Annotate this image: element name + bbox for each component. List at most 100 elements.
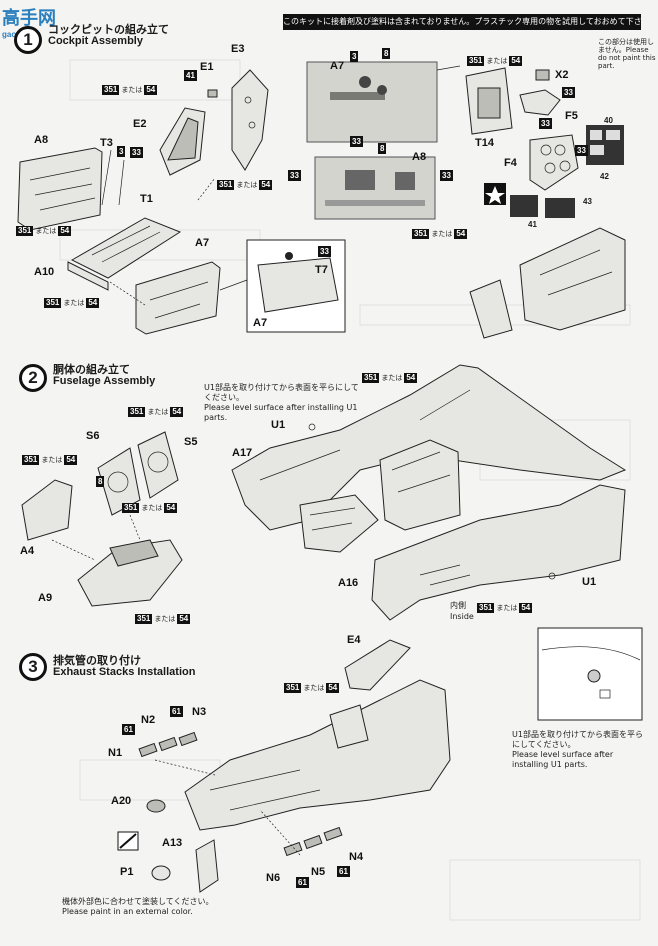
cockpit-photo-top <box>306 61 461 143</box>
e4-part <box>344 639 411 691</box>
label-u1: U1 <box>271 419 286 431</box>
step-3-number: 3 <box>19 653 47 681</box>
color-badge-8-photo: 8 <box>382 48 391 59</box>
label-t14: T14 <box>475 137 494 149</box>
exhaust-stacks-right <box>283 826 343 857</box>
color-badge-41: 41 <box>184 70 197 81</box>
step-3-title-jp: 排気管の取り付け <box>53 654 141 667</box>
color-badge-61-n5: 61 <box>337 866 350 877</box>
label-n2: N2 <box>141 714 156 726</box>
label-t3: T3 <box>100 137 113 149</box>
label-x2: X2 <box>555 69 569 81</box>
decal-40: 40 <box>604 116 613 125</box>
a8-side-panel <box>17 147 103 231</box>
label-a13: A13 <box>162 837 183 849</box>
u1-zoom-detail <box>537 627 643 721</box>
decal-sheet <box>510 125 624 218</box>
inside-label-en: Inside <box>450 612 474 621</box>
t14-part <box>465 67 513 135</box>
color-badge-61-n1: 61 <box>122 724 135 735</box>
color-badge-33: 33 <box>130 147 143 158</box>
cockpit-photo-bottom <box>314 156 436 220</box>
f4-instrument-panel <box>529 134 579 191</box>
label-n4: N4 <box>349 851 364 863</box>
no-cement-icon <box>117 831 139 851</box>
decal-42: 42 <box>600 172 609 181</box>
label-e2: E2 <box>133 118 147 130</box>
radiator-part <box>299 494 379 553</box>
step-1-title-jp: コックピットの組み立て <box>48 23 169 36</box>
label-n3: N3 <box>192 706 207 718</box>
label-n5: N5 <box>311 866 326 878</box>
label-s6: S6 <box>86 430 100 442</box>
s5-part <box>137 431 179 499</box>
label-s5: S5 <box>184 436 198 448</box>
label-a9: A9 <box>38 592 53 604</box>
color-badge-33-f4: 33 <box>539 118 552 129</box>
label-e4: E4 <box>347 634 361 646</box>
cockpit-insert-step2 <box>379 439 461 531</box>
label-a7-photo: A7 <box>330 60 345 72</box>
color-badge-33-photo: 33 <box>350 136 363 147</box>
a13-part <box>195 839 219 893</box>
step-1-title-en: Cockpit Assembly <box>48 35 143 47</box>
t-rods <box>101 149 125 206</box>
label-e1: E1 <box>200 61 214 73</box>
exterior-paint-note: 機体外部色に合わせて塗装してください。 Please paint in an e… <box>62 897 214 916</box>
color-badge-61-n2: 61 <box>170 706 183 717</box>
label-a8-photo: A8 <box>412 151 427 163</box>
label-a8: A8 <box>34 134 49 146</box>
label-n1: N1 <box>108 747 123 759</box>
decal-41: 41 <box>528 220 537 229</box>
e1-part <box>207 89 218 98</box>
a20-part <box>146 799 166 813</box>
color-badge-33-f5: 33 <box>562 87 575 98</box>
a7-side-panel <box>135 261 221 335</box>
label-a10: A10 <box>34 266 55 278</box>
label-f4: F4 <box>504 157 517 169</box>
color-badge-33-f4b: 33 <box>575 145 588 156</box>
label-a16: A16 <box>338 577 359 589</box>
color-badge-33-photo3: 33 <box>440 170 453 181</box>
label-n6: N6 <box>266 872 281 884</box>
step-1-number: 1 <box>14 26 42 54</box>
label-t7: T7 <box>315 264 328 276</box>
color-badge-3: 3 <box>117 146 126 157</box>
inside-label-jp: 内側 <box>450 601 466 610</box>
step-3-title-en: Exhaust Stacks Installation <box>53 666 196 678</box>
warning-banner: このキットに接着剤及び塗料は含まれておりません。プラスチック専用の物を試用してお… <box>283 14 641 30</box>
u1-note-right: U1部品を取り付けてから表面を平らにしてください。 Please level s… <box>512 730 643 769</box>
color-badge-3-photo: 3 <box>350 51 359 62</box>
assembled-fuselage <box>184 679 451 831</box>
x2-part <box>535 69 550 81</box>
label-e3: E3 <box>231 43 245 55</box>
step-2-number: 2 <box>19 364 47 392</box>
e2-seat-part <box>159 107 206 176</box>
color-badge-8-photo2: 8 <box>378 143 387 154</box>
label-u1-right: U1 <box>582 576 597 588</box>
label-t1: T1 <box>140 193 153 205</box>
color-badge-33-photo2: 33 <box>288 170 301 181</box>
star-insignia <box>484 183 506 205</box>
u1-note: U1部品を取り付けてから表面を平らにしてください。 Please level s… <box>204 383 359 422</box>
a4-part <box>21 479 73 541</box>
label-a7: A7 <box>195 237 210 249</box>
color-badge-8-s6: 8 <box>96 476 105 487</box>
step-2-title-jp: 胴体の組み立て <box>53 363 130 376</box>
exhaust-stacks-left <box>138 731 198 758</box>
label-a4: A4 <box>20 545 35 557</box>
e3-bulkhead <box>231 69 269 171</box>
